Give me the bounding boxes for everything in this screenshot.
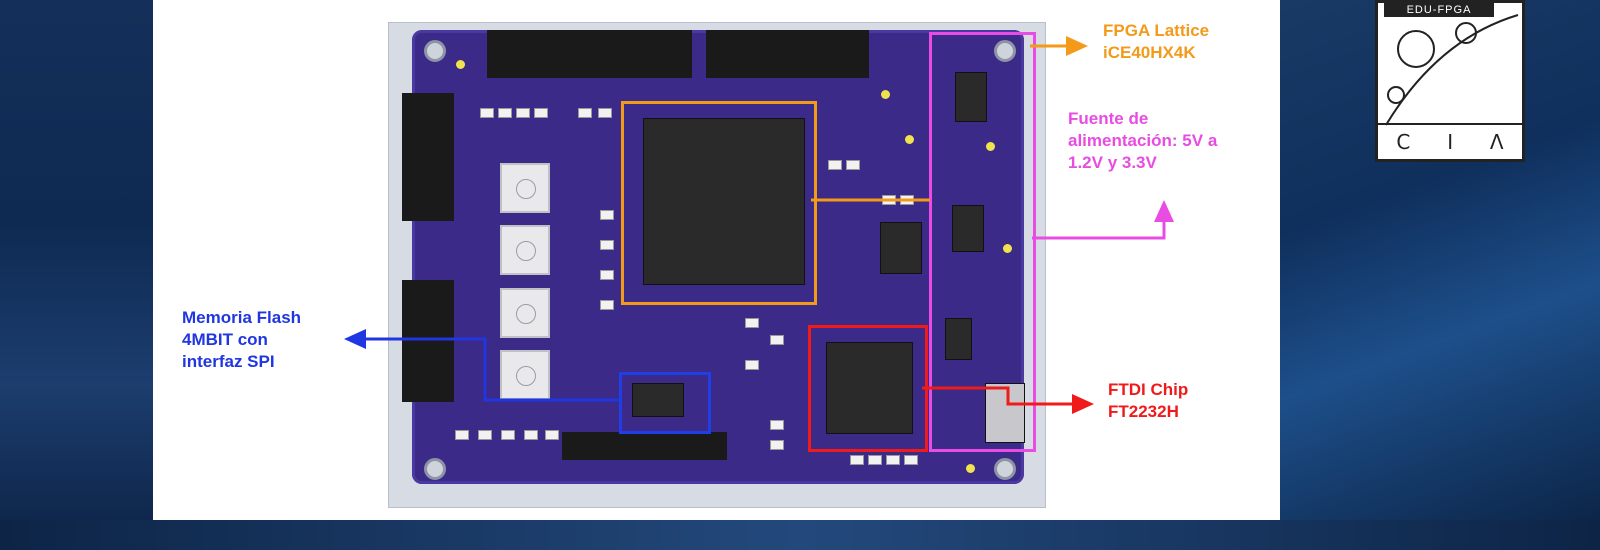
smd-component [501,430,515,440]
fpga-chip [643,118,805,285]
mounting-hole [994,458,1016,480]
smd-component [516,108,530,118]
smd-component [478,430,492,440]
ftdi-label: FTDI Chip FT2232H [1108,379,1188,423]
smd-component [545,430,559,440]
mounting-hole [994,40,1016,62]
flash-arrow-line [360,337,619,402]
mounting-hole [424,458,446,480]
smd-component [828,160,842,170]
smd-component [770,420,784,430]
power-label-line3: 1.2V y 3.3V [1068,153,1157,172]
flash-label-line2: 4MBIT con [182,330,268,349]
logo-letters: C I Λ [1378,123,1522,159]
smd-component [600,240,614,250]
flash-label-line3: interfaz SPI [182,352,275,371]
test-pad-tp4 [881,90,890,99]
fpga-highlight-box [621,101,817,305]
power-supply-highlight-box [929,32,1036,452]
test-pad-tp1 [1003,244,1012,253]
smd-component [498,108,512,118]
smd-component [600,210,614,220]
pin-header-j6 [402,280,454,402]
smd-component [598,108,612,118]
fpga-label-line1: FPGA Lattice [1103,21,1210,40]
smd-component [904,455,918,465]
ftdi-arrow-head [1072,394,1094,414]
smd-component [745,360,759,370]
top-pin-header-left [487,30,692,78]
smd-component [745,318,759,328]
push-button-s4 [500,350,550,400]
flash-chip [632,383,684,417]
power-label-line2: alimentación: 5V a [1068,131,1218,150]
mounting-hole [424,40,446,62]
ftdi-label-line1: FTDI Chip [1108,380,1189,399]
push-button-s3 [500,288,550,338]
smd-component [770,335,784,345]
flash-arrow-head [344,329,366,349]
regulator-u5 [880,222,922,274]
logo-circles-icon [1385,14,1519,126]
logo-letter-c: C [1396,130,1411,154]
smd-component [868,455,882,465]
test-pad-tp2 [966,464,975,473]
fpga-label-line2: iCE40HX4K [1103,43,1196,62]
test-pad-fid3 [905,135,914,144]
test-pad-tp3 [986,142,995,151]
logo-letter-i: I [1447,130,1454,154]
smd-component [455,430,469,440]
edu-fpga-logo: EDU-FPGA C I Λ [1375,0,1525,162]
power-label-line1: Fuente de [1068,109,1149,128]
smd-component [534,108,548,118]
flash-label: Memoria Flash 4MBIT con interfaz SPI [182,307,301,373]
push-button-s2 [500,225,550,275]
smd-component [524,430,538,440]
flash-label-line1: Memoria Flash [182,308,302,327]
fpga-arrow-head [1066,36,1088,56]
fpga-label: FPGA Lattice iCE40HX4K [1103,20,1209,64]
top-pin-header-right [706,30,869,78]
ftdi-arrow-line [922,386,1075,406]
power-arrow-line [1032,212,1166,240]
smd-component [886,455,900,465]
pin-header-j5 [402,93,454,221]
logo-title: EDU-FPGA [1384,3,1494,17]
test-pad [456,60,465,69]
power-label: Fuente de alimentación: 5V a 1.2V y 3.3V [1068,108,1217,174]
push-button-s1 [500,163,550,213]
smd-component [600,300,614,310]
smd-component [846,160,860,170]
background-left [0,0,160,550]
smd-component [578,108,592,118]
power-arrow-head [1154,200,1174,222]
pin-header-j4 [562,432,727,460]
background-bottom [0,520,1600,550]
logo-letter-a: Λ [1489,130,1504,154]
smd-component [480,108,494,118]
smd-component [770,440,784,450]
regulator-d1 [945,318,972,360]
usb-connector [985,383,1025,443]
flash-highlight-box [619,372,711,434]
regulator-u1 [952,205,984,252]
regulator-u2 [955,72,987,122]
ftdi-chip [826,342,913,434]
smd-component [600,270,614,280]
ftdi-label-line2: FT2232H [1108,402,1179,421]
smd-component [850,455,864,465]
